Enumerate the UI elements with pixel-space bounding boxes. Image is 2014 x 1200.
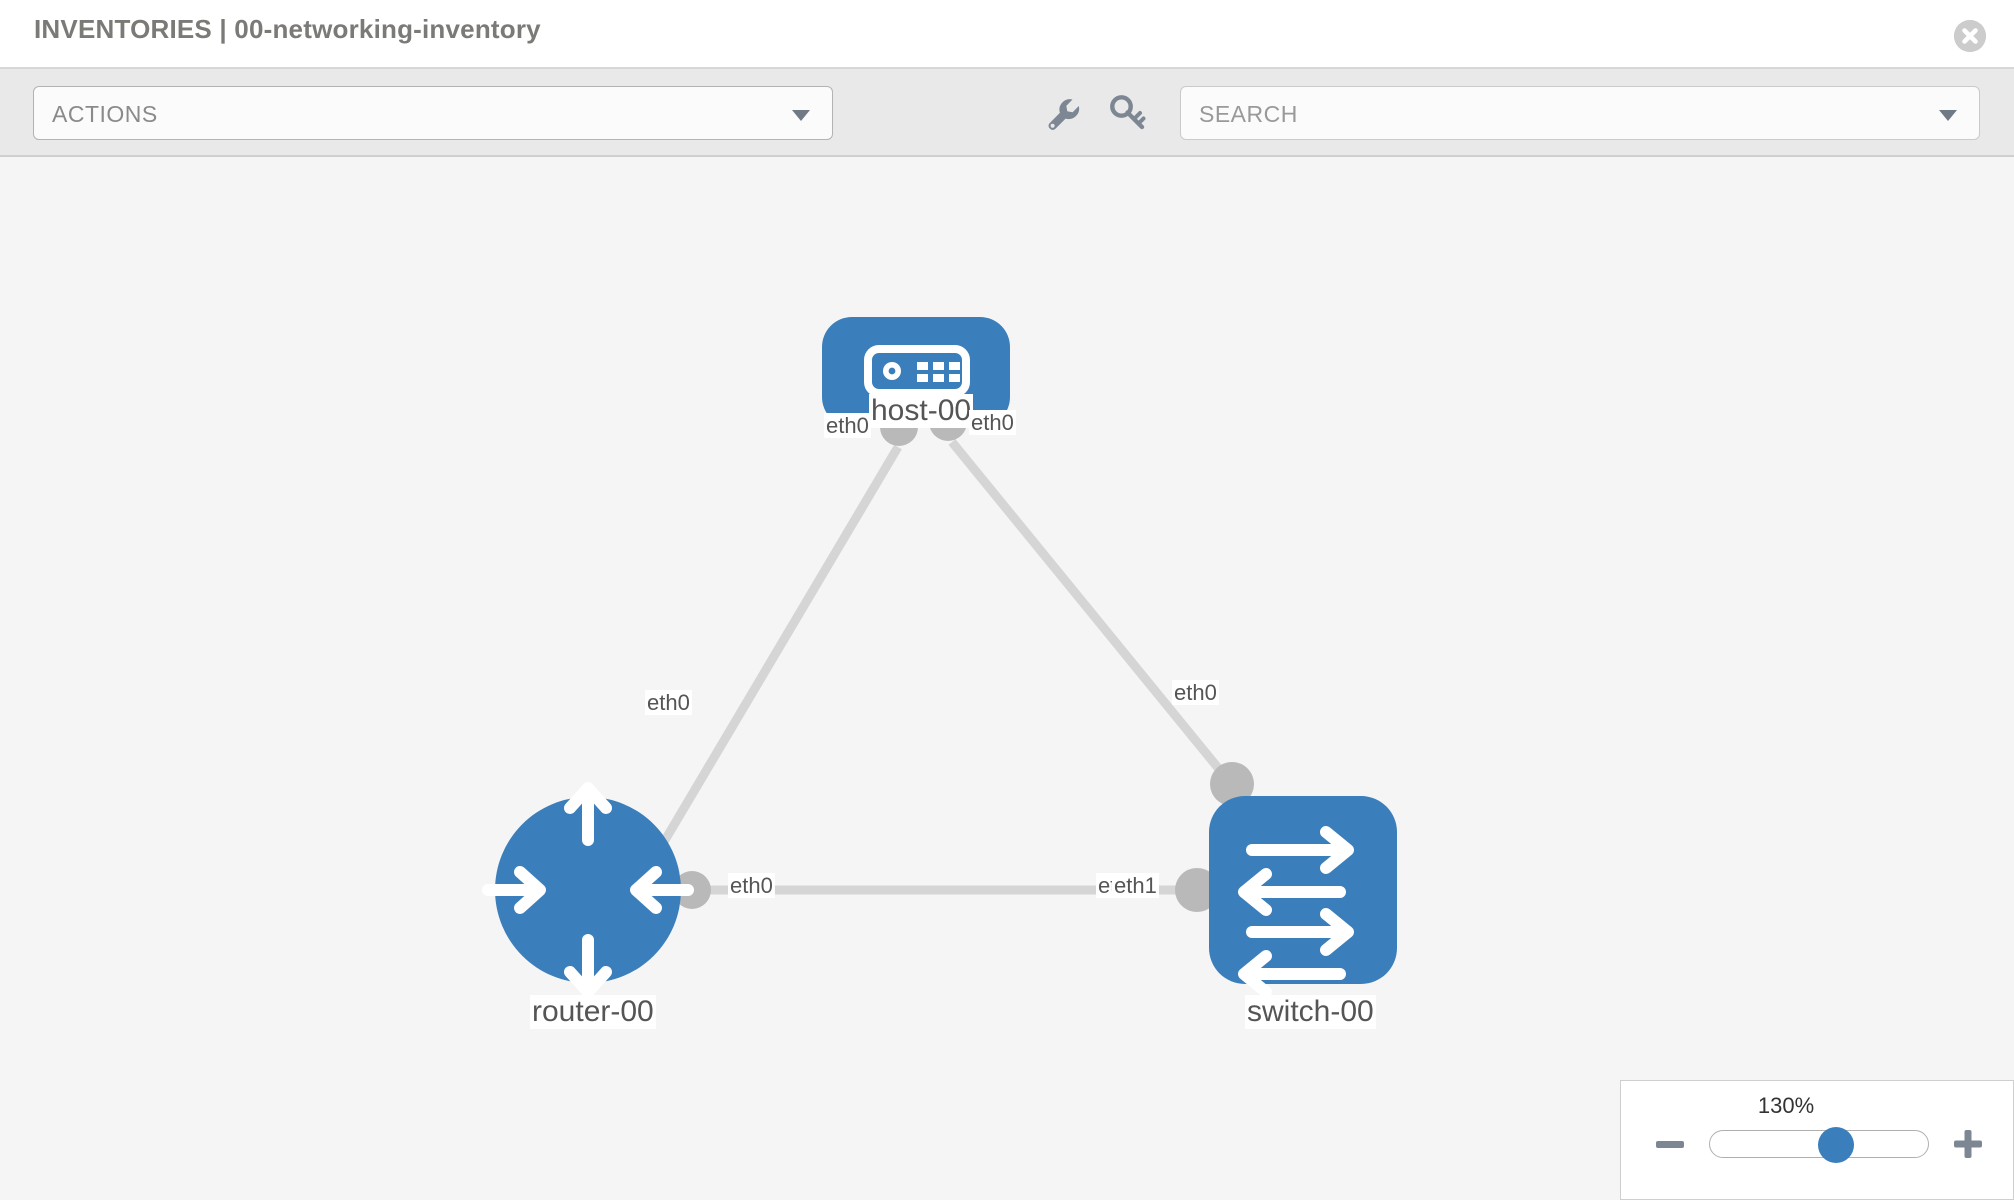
edge-label-router-side-eth0: eth0: [645, 690, 692, 716]
node-label-router-00: router-00: [530, 995, 656, 1029]
page-header: INVENTORIES | 00-networking-inventory: [0, 0, 2014, 69]
search-input[interactable]: SEARCH: [1180, 86, 1980, 140]
topology-canvas[interactable]: eth0 host-00 eth0 eth0 eth0 eth0 eth0 et…: [0, 157, 2014, 1200]
zoom-slider-thumb[interactable]: [1818, 1127, 1855, 1163]
topology-connectors: [673, 403, 1254, 912]
page-title: INVENTORIES | 00-networking-inventory: [34, 14, 541, 44]
router-arrows-icon: [482, 782, 694, 998]
connector-switch-eth0: [1210, 762, 1254, 806]
edge-label-switch-side-eth0: eth0: [1172, 680, 1219, 706]
server-icon: [864, 345, 970, 397]
edge-host-router: [651, 444, 902, 860]
plus-icon[interactable]: [1951, 1127, 1985, 1161]
switch-arrows-icon: [1238, 826, 1354, 998]
actions-dropdown-label: ACTIONS: [52, 101, 158, 127]
wrench-icon[interactable]: [1040, 91, 1084, 135]
node-switch-00: [1209, 796, 1397, 998]
toolbar: ACTIONS SEARCH: [0, 69, 2014, 157]
search-placeholder: SEARCH: [1199, 101, 1298, 127]
zoom-level-label: 130%: [1757, 1093, 1815, 1118]
zoom-control-panel: 130%: [1620, 1080, 2014, 1200]
edge-host-switch: [948, 439, 1236, 788]
node-label-switch-00: switch-00: [1245, 995, 1376, 1029]
chevron-down-icon[interactable]: [1939, 110, 1957, 121]
edge-label-router-eth0: eth0: [728, 873, 775, 899]
node-label-host-00: host-00: [869, 394, 974, 428]
zoom-slider[interactable]: [1709, 1127, 1929, 1163]
minus-icon[interactable]: [1653, 1127, 1687, 1161]
node-router-00: [482, 782, 694, 998]
topology-edges: [651, 439, 1236, 895]
edge-label-switch-eth1: eth1: [1112, 873, 1159, 899]
close-icon[interactable]: [1954, 20, 1986, 52]
key-icon[interactable]: [1106, 91, 1150, 135]
edge-label-host-eth0-left: eth0: [824, 413, 871, 439]
actions-dropdown[interactable]: ACTIONS: [33, 86, 833, 140]
connector-switch-eth1: [1175, 868, 1219, 912]
topology-graph: [482, 317, 1397, 998]
edge-label-host-eth0-right: eth0: [969, 410, 1016, 436]
chevron-down-icon: [792, 110, 810, 121]
